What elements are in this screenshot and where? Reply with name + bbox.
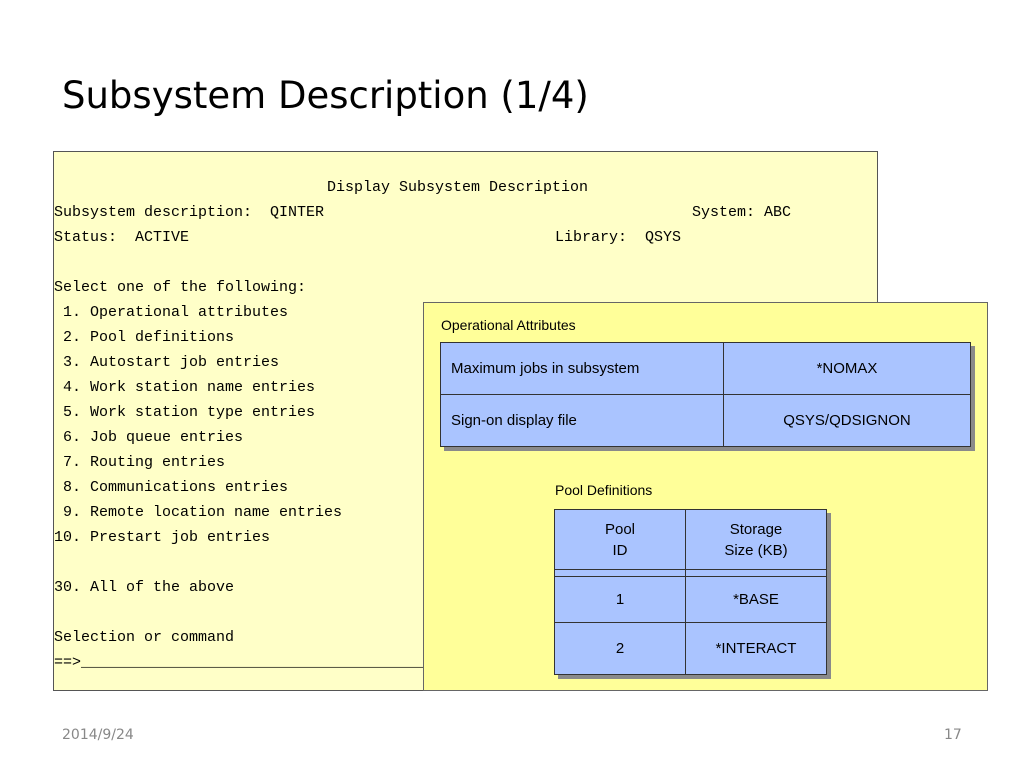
detail-overlay: Operational Attributes Maximum jobs in s… xyxy=(423,302,988,691)
select-prompt: Select one of the following: xyxy=(54,279,307,296)
slide-title: Subsystem Description (1/4) xyxy=(62,74,589,117)
menu-option[interactable]: 4. Work station name entries xyxy=(54,379,316,396)
menu-option[interactable]: 9. Remote location name entries xyxy=(54,504,343,521)
table-row: 1 *BASE xyxy=(554,576,827,623)
menu-option[interactable]: 1. Operational attributes xyxy=(54,304,289,321)
header-line: Storage xyxy=(729,520,783,538)
table-row: Maximum jobs in subsystem *NOMAX xyxy=(440,342,971,395)
menu-option[interactable]: 6. Job queue entries xyxy=(54,429,244,446)
pool-definitions-label: Pool Definitions xyxy=(555,482,653,498)
menu-option[interactable]: 3. Autostart job entries xyxy=(54,354,280,371)
attribute-value: *NOMAX xyxy=(723,342,971,395)
command-input[interactable]: ==>_____________________________________… xyxy=(54,654,505,671)
pool-definitions-table: Pool ID Storage Size (KB) 1 *BASE 2 *INT… xyxy=(554,509,827,675)
storage-size-cell: *INTERACT xyxy=(685,622,827,675)
system-line: System: ABC xyxy=(692,204,792,221)
menu-option[interactable]: 2. Pool definitions xyxy=(54,329,235,346)
header-line: ID xyxy=(612,541,628,559)
menu-option[interactable]: 7. Routing entries xyxy=(54,454,226,471)
attribute-name: Sign-on display file xyxy=(440,394,724,447)
header-line: Pool xyxy=(604,520,636,538)
menu-option[interactable]: 5. Work station type entries xyxy=(54,404,316,421)
attribute-value: QSYS/QDSIGNON xyxy=(723,394,971,447)
table-row: Sign-on display file QSYS/QDSIGNON xyxy=(440,394,971,447)
column-header-storage-size: Storage Size (KB) xyxy=(685,509,827,570)
header-line: Size (KB) xyxy=(724,541,788,559)
slide-page-number: 17 xyxy=(944,727,962,743)
pool-id-cell: 2 xyxy=(554,622,686,675)
operational-attributes-table: Maximum jobs in subsystem *NOMAX Sign-on… xyxy=(440,342,971,447)
screen-heading: Display Subsystem Description xyxy=(327,179,589,196)
selection-label: Selection or command xyxy=(54,629,235,646)
operational-attributes-label: Operational Attributes xyxy=(441,317,576,333)
column-header-pool-id: Pool ID xyxy=(554,509,686,570)
subsystem-description-line: Subsystem description: QINTER xyxy=(54,204,325,221)
table-header-row: Pool ID Storage Size (KB) xyxy=(554,509,827,570)
menu-option-all[interactable]: 30. All of the above xyxy=(54,579,235,596)
header-separator xyxy=(554,569,827,577)
slide-date: 2014/9/24 xyxy=(62,727,134,743)
attribute-name: Maximum jobs in subsystem xyxy=(440,342,724,395)
menu-option[interactable]: 10. Prestart job entries xyxy=(54,529,271,546)
table-row: 2 *INTERACT xyxy=(554,622,827,675)
menu-option[interactable]: 8. Communications entries xyxy=(54,479,289,496)
pool-id-cell: 1 xyxy=(554,576,686,623)
library-line: Library: QSYS xyxy=(555,229,682,246)
status-line: Status: ACTIVE xyxy=(54,229,190,246)
storage-size-cell: *BASE xyxy=(685,576,827,623)
